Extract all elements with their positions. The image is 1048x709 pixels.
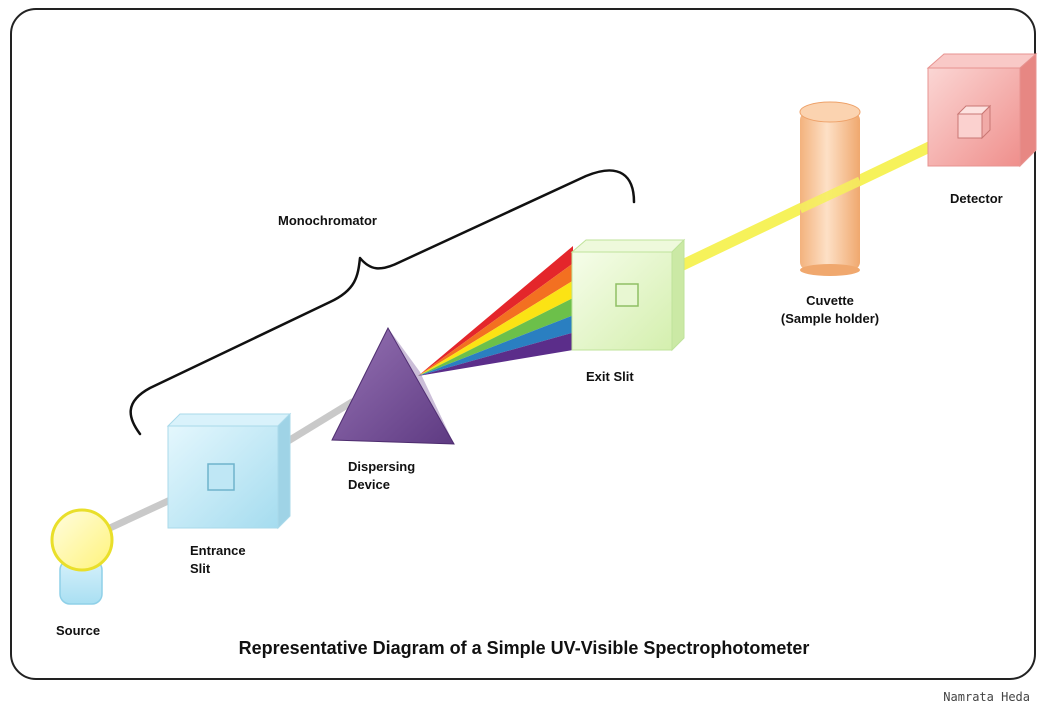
spectrum-band (418, 298, 573, 376)
exit-slit-box (570, 238, 686, 352)
spectrum-fan (418, 246, 573, 376)
grey-beam-2 (276, 398, 356, 450)
detector-box (926, 52, 1038, 168)
entrance-slit-box (166, 412, 292, 530)
author-credit: Namrata Heda (943, 690, 1030, 704)
prism (331, 326, 455, 445)
monochromator-label: Monochromator (278, 213, 377, 228)
spectrum-band (418, 280, 573, 376)
source-lamp (50, 508, 114, 572)
cuvette-label: Cuvette (Sample holder) (780, 293, 880, 326)
monochromator-brace (129, 169, 636, 436)
spectrum-band (418, 263, 573, 376)
spectrum-band (418, 332, 573, 376)
source-label: Source (56, 623, 101, 638)
yellow-beam-through-cuvette (798, 176, 862, 214)
spectrum-band (418, 315, 573, 376)
diagram-title: Representative Diagram of a Simple UV-Vi… (238, 638, 810, 658)
spectrum-band (418, 246, 573, 376)
detector-label: Detector (950, 191, 1003, 206)
entrance-slit-label: Entrance Slit (190, 543, 246, 576)
exit-slit-label: Exit Slit (586, 369, 634, 384)
dispersing-device-label: Dispersing Device (348, 459, 416, 492)
